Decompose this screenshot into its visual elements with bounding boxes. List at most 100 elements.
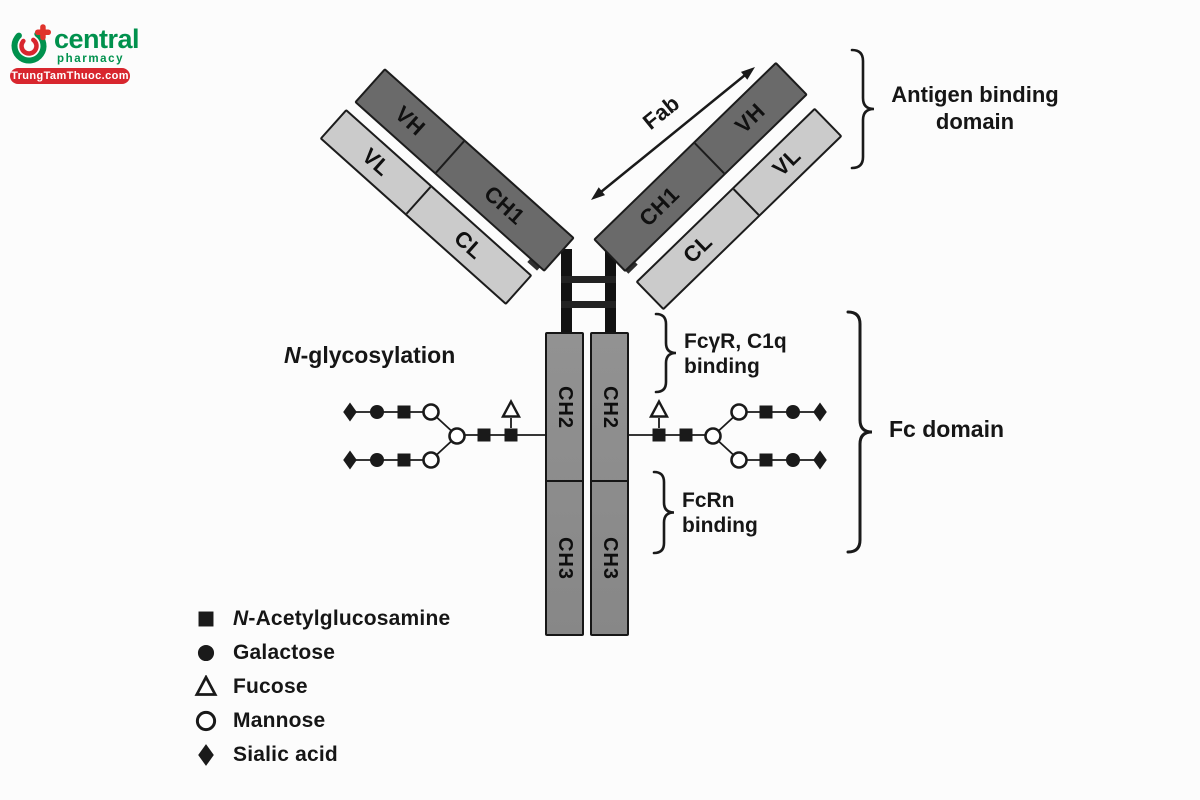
cl-label: CL <box>449 225 489 265</box>
legend-item-label: N-Acetylglucosamine <box>233 607 451 630</box>
sialic-acid-icon <box>813 402 827 422</box>
fucose-icon <box>194 675 218 699</box>
antigen-binding-domain-label: Antigen binding domain <box>882 81 1068 135</box>
n-glycosylation-rest: -glycosylation <box>300 342 456 368</box>
fcrn-line1: FcRn <box>682 489 735 512</box>
galactose-icon <box>197 644 215 662</box>
logo-plus-icon <box>35 24 51 41</box>
galactose-icon <box>786 405 800 419</box>
sialic-acid-icon <box>194 743 218 767</box>
galactose-icon <box>786 453 800 467</box>
fcgr-c1q-line1: FcγR, C1q <box>684 330 787 353</box>
n-glycosylation-italic-n: N <box>284 342 301 368</box>
ch2-domain: CH2 <box>547 334 582 480</box>
sialic-acid-icon <box>198 744 214 766</box>
legend-item-label: Mannose <box>233 709 326 732</box>
legend-item: Fucose <box>194 670 450 704</box>
n-acetylglucosamine-icon <box>194 607 218 631</box>
sialic-acid-icon <box>343 450 357 470</box>
n-acetylglucosamine-icon <box>477 428 491 442</box>
fcgr-c1q-brace <box>654 312 677 394</box>
ch3-domain: CH3 <box>592 480 627 634</box>
fcgr-c1q-binding-label: FcγR, C1q binding <box>684 329 787 379</box>
legend-item-label: Galactose <box>233 641 336 664</box>
legend-item-label: Sialic acid <box>233 743 338 766</box>
galactose-icon <box>370 405 384 419</box>
ch3-domain: CH3 <box>547 480 582 634</box>
cl-label: CL <box>678 228 718 269</box>
antigen-binding-brace <box>850 48 875 170</box>
n-acetylglucosamine-icon <box>397 453 411 467</box>
disulfide-bond-rung <box>561 276 616 283</box>
antigen-binding-line1: Antigen binding <box>891 82 1059 107</box>
logo-c-icon <box>11 24 51 64</box>
vl-label: VL <box>357 143 396 182</box>
fab-double-arrow <box>591 67 755 200</box>
legend-item: Mannose <box>194 704 450 738</box>
galactose-icon <box>370 453 384 467</box>
ch2-label: CH2 <box>599 385 622 429</box>
hinge-bar-right <box>605 249 616 334</box>
vh-label: VH <box>729 98 770 139</box>
n-acetylglucosamine-icon <box>198 611 214 627</box>
glycan-chain-right <box>623 398 827 470</box>
vh-label: VH <box>390 100 431 141</box>
legend-italic-prefix: N <box>233 607 249 630</box>
fcrn-line2: binding <box>682 514 758 537</box>
fcgr-c1q-line2: binding <box>684 355 760 378</box>
fucose-icon <box>649 398 669 418</box>
mannose-icon <box>194 709 218 733</box>
fc-domain-label: Fc domain <box>889 416 1005 442</box>
fc-domain-brace <box>846 310 873 554</box>
sialic-acid-icon <box>343 402 357 422</box>
legend-item: N-Acetylglucosamine <box>194 602 450 636</box>
mannose-icon <box>730 403 748 421</box>
mannose-icon <box>422 403 440 421</box>
fcrn-binding-label: FcRn binding <box>682 488 758 538</box>
n-acetylglucosamine-icon <box>397 405 411 419</box>
hinge-bar-left <box>561 249 572 334</box>
braces-group <box>652 48 875 555</box>
ch2-label: CH2 <box>554 385 577 429</box>
logo-tagline-text: pharmacy <box>57 53 125 65</box>
ch2-domain: CH2 <box>592 334 627 480</box>
fucose-icon <box>194 675 218 696</box>
n-acetylglucosamine-icon <box>759 453 773 467</box>
logo-brand-text: central <box>54 24 140 54</box>
fucose-icon <box>194 675 218 696</box>
glycan-chains-group <box>343 398 827 470</box>
mannose-icon <box>195 710 217 732</box>
n-acetylglucosamine-icon <box>759 405 773 419</box>
logo-badge: TrungTamThuoc.com <box>10 68 130 84</box>
fucose-icon <box>501 398 521 418</box>
arrowhead-icon <box>740 67 755 80</box>
arrowhead-icon <box>591 187 606 200</box>
antigen-binding-line2: domain <box>935 109 1015 134</box>
n-acetylglucosamine-icon <box>679 428 693 442</box>
glycan-chain-left <box>343 398 547 470</box>
sialic-acid-icon <box>198 744 214 766</box>
n-acetylglucosamine-icon <box>652 428 666 442</box>
galactose-icon <box>197 644 215 662</box>
n-acetylglucosamine-icon <box>198 611 214 627</box>
mannose-icon <box>422 451 440 469</box>
ch3-label: CH3 <box>554 536 577 580</box>
mannose-icon <box>448 427 466 445</box>
mannose-icon <box>730 451 748 469</box>
legend-item: Sialic acid <box>194 738 450 772</box>
disulfide-bond-rung <box>561 301 616 308</box>
fcrn-brace <box>652 470 675 555</box>
fc-column-left: CH2 CH3 <box>545 332 584 636</box>
legend-item-label: Fucose <box>233 675 308 698</box>
n-glycosylation-label: N-glycosylation <box>284 343 455 368</box>
vl-label: VL <box>767 142 806 182</box>
ch3-label: CH3 <box>599 536 622 580</box>
mannose-icon <box>195 710 217 732</box>
fc-column-right: CH2 CH3 <box>590 332 629 636</box>
sialic-acid-icon <box>813 450 827 470</box>
galactose-icon <box>194 641 218 665</box>
mannose-icon <box>704 427 722 445</box>
